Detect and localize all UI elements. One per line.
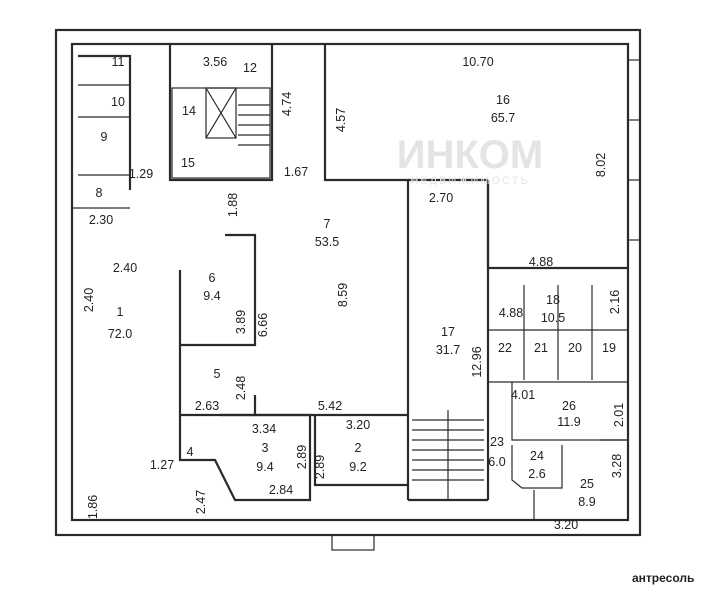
room-number: 12 bbox=[243, 61, 257, 75]
room-number: 18 bbox=[546, 293, 560, 307]
room-number: 17 bbox=[441, 325, 455, 339]
svg-text:4.88: 4.88 bbox=[529, 255, 553, 269]
room-number: 25 bbox=[580, 477, 594, 491]
room-area: 8.9 bbox=[578, 495, 595, 509]
room-number: 3 bbox=[262, 441, 269, 455]
svg-text:ИНКОМ: ИНКОМ bbox=[397, 133, 543, 177]
svg-text:4.88: 4.88 bbox=[499, 306, 523, 320]
room-labels: 1 72.0 2 9.2 3 9.4 4 5 6 9.4 7 53.5 8 9 10 11… bbox=[96, 55, 616, 509]
room-number: 16 bbox=[496, 93, 510, 107]
room-number: 7 bbox=[324, 217, 331, 231]
svg-text:2.40: 2.40 bbox=[82, 288, 96, 312]
svg-text:2.89: 2.89 bbox=[313, 455, 327, 479]
room-number: 4 bbox=[187, 445, 194, 459]
room-number: 19 bbox=[602, 341, 616, 355]
room-number: 21 bbox=[534, 341, 548, 355]
svg-text:2.48: 2.48 bbox=[234, 376, 248, 400]
room-area: 2.6 bbox=[528, 467, 545, 481]
room-number: 14 bbox=[182, 104, 196, 118]
room-number: 1 bbox=[117, 305, 124, 319]
svg-text:4.01: 4.01 bbox=[511, 388, 535, 402]
room-area: 31.7 bbox=[436, 343, 460, 357]
svg-text:5.42: 5.42 bbox=[318, 399, 342, 413]
room-number: 22 bbox=[498, 341, 512, 355]
svg-text:3.56: 3.56 bbox=[203, 55, 227, 69]
room-area: 9.4 bbox=[203, 289, 220, 303]
svg-text:1.67: 1.67 bbox=[284, 165, 308, 179]
svg-text:8.02: 8.02 bbox=[594, 153, 608, 177]
svg-text:НЕДВИЖИМОСТЬ: НЕДВИЖИМОСТЬ bbox=[410, 175, 529, 187]
room-area: 72.0 bbox=[108, 327, 132, 341]
svg-text:8.59: 8.59 bbox=[336, 283, 350, 307]
room-area: 10.5 bbox=[541, 311, 565, 325]
svg-text:1.27: 1.27 bbox=[150, 458, 174, 472]
room-area: 9.4 bbox=[256, 460, 273, 474]
room-area: 6.0 bbox=[488, 455, 505, 469]
svg-text:3.89: 3.89 bbox=[234, 310, 248, 334]
room-number: 15 bbox=[181, 156, 195, 170]
svg-text:3.20: 3.20 bbox=[346, 418, 370, 432]
dimension-labels: 3.56 4.74 4.57 1.29 1.67 2.30 1.88 2.40 … bbox=[82, 55, 626, 532]
svg-text:6.66: 6.66 bbox=[256, 313, 270, 337]
svg-text:1.86: 1.86 bbox=[86, 495, 100, 519]
room-area: 11.9 bbox=[557, 415, 580, 429]
room-number: 24 bbox=[530, 449, 544, 463]
svg-text:2.70: 2.70 bbox=[429, 191, 453, 205]
svg-text:3.20: 3.20 bbox=[554, 518, 578, 532]
svg-text:2.47: 2.47 bbox=[194, 490, 208, 514]
svg-text:2.89: 2.89 bbox=[295, 445, 309, 469]
svg-text:2.84: 2.84 bbox=[269, 483, 293, 497]
svg-text:3.34: 3.34 bbox=[252, 422, 276, 436]
svg-text:10.70: 10.70 bbox=[462, 55, 493, 69]
room-number: 5 bbox=[214, 367, 221, 381]
svg-text:2.63: 2.63 bbox=[195, 399, 219, 413]
svg-text:1.29: 1.29 bbox=[129, 167, 153, 181]
svg-text:4.74: 4.74 bbox=[280, 92, 294, 116]
room-number: 20 bbox=[568, 341, 582, 355]
floor-caption: антресоль bbox=[632, 571, 694, 585]
room-number: 2 bbox=[355, 441, 362, 455]
room-area: 9.2 bbox=[349, 460, 366, 474]
svg-text:2.16: 2.16 bbox=[608, 290, 622, 314]
room-number: 9 bbox=[101, 130, 108, 144]
svg-text:4.57: 4.57 bbox=[334, 108, 348, 132]
room-area: 65.7 bbox=[491, 111, 515, 125]
svg-text:2.40: 2.40 bbox=[113, 261, 137, 275]
room-number: 26 bbox=[562, 399, 576, 413]
room-number: 10 bbox=[111, 95, 125, 109]
room-number: 11 bbox=[112, 55, 125, 69]
svg-text:2.30: 2.30 bbox=[89, 213, 113, 227]
walls bbox=[54, 28, 642, 551]
svg-text:1.88: 1.88 bbox=[226, 193, 240, 217]
room-number: 8 bbox=[96, 186, 103, 200]
svg-text:12.96: 12.96 bbox=[470, 346, 484, 377]
watermark: ИНКОМ НЕДВИЖИМОСТЬ bbox=[397, 133, 543, 187]
room-area: 53.5 bbox=[315, 235, 339, 249]
svg-text:3.28: 3.28 bbox=[610, 454, 624, 478]
room-number: 6 bbox=[209, 271, 216, 285]
svg-text:2.01: 2.01 bbox=[612, 403, 626, 427]
room-number: 23 bbox=[490, 435, 504, 449]
